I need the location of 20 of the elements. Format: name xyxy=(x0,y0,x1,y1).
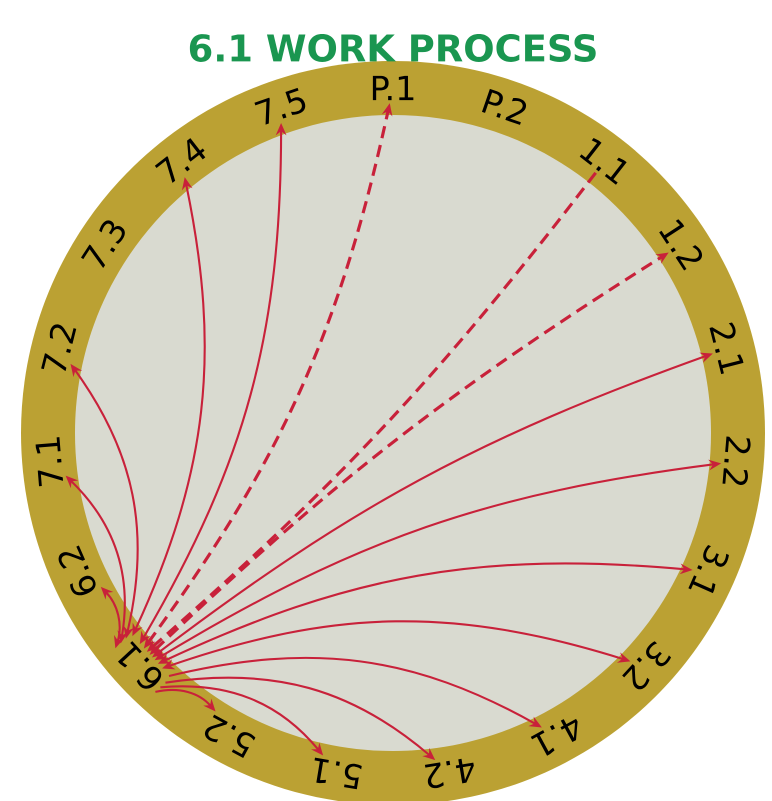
ring-label: 4.1 xyxy=(530,718,578,756)
ring-label: 1.1 xyxy=(580,138,627,185)
title: 6.1 WORK PROCESS xyxy=(190,34,596,62)
ring-label: P.1 xyxy=(372,76,414,100)
ring-label: 5.2 xyxy=(204,714,256,758)
ring-label: 7.5 xyxy=(254,88,306,125)
ring-label: 7.2 xyxy=(41,324,76,372)
ring-label: 6.2 xyxy=(58,546,96,596)
ring-label: 2.2 xyxy=(722,436,751,485)
ring-label: 3.2 xyxy=(622,641,672,690)
ring-label: 1.2 xyxy=(659,219,702,270)
ring-label: 7.3 xyxy=(80,220,125,268)
ring-label: P.2 xyxy=(482,88,526,125)
ring-label: 7.4 xyxy=(154,138,206,183)
ring-label: 7.1 xyxy=(36,437,64,486)
ring-label: 4.2 xyxy=(424,758,474,788)
ring-label: 5.1 xyxy=(314,758,362,790)
ring-label: 2.1 xyxy=(710,322,744,374)
ring-label: 6.1 xyxy=(118,641,162,689)
ring-label: 3.1 xyxy=(688,545,729,594)
